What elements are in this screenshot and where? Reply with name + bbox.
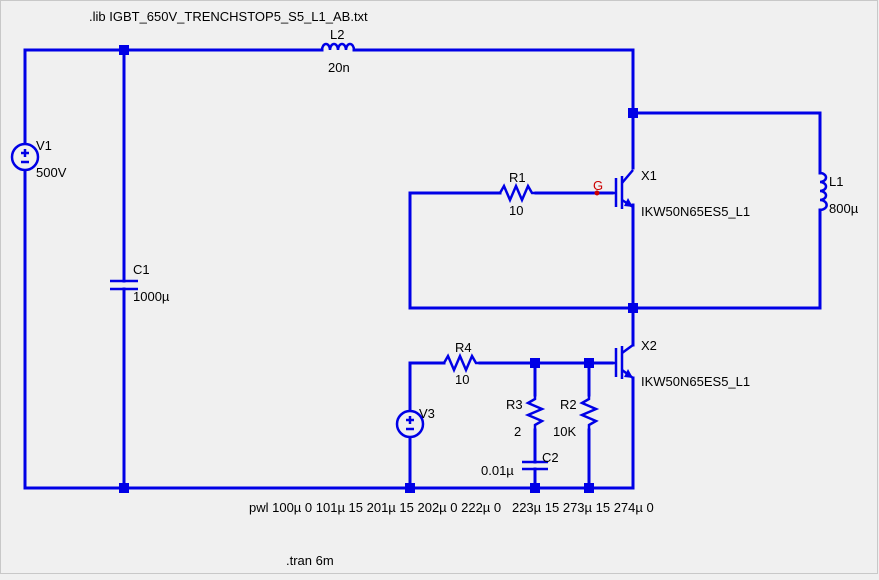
r3-value: 2 [514, 424, 521, 439]
r4-resistor[interactable]: R4 10 [442, 340, 480, 387]
r4-name: R4 [455, 340, 472, 355]
v3-name: V3 [419, 406, 435, 421]
x1-name: X1 [641, 168, 657, 183]
r1-resistor[interactable]: R1 10 [498, 170, 536, 218]
v1-name: V1 [36, 138, 52, 153]
x1-gate-label: G [593, 178, 603, 193]
r1-name: R1 [509, 170, 526, 185]
l2-value: 20n [328, 60, 350, 75]
l2-inductor[interactable]: L2 20n [320, 27, 356, 75]
x2-igbt[interactable]: X2 IKW50N65ES5_L1 [612, 338, 750, 389]
c1-value: 1000µ [133, 289, 170, 304]
x1-igbt[interactable]: G X1 IKW50N65ES5_L1 [593, 168, 750, 219]
lib-directive[interactable]: .lib IGBT_650V_TRENCHSTOP5_S5_L1_AB.txt [89, 9, 368, 24]
l2-name: L2 [330, 27, 344, 42]
x2-model: IKW50N65ES5_L1 [641, 374, 750, 389]
l1-value: 800µ [829, 201, 859, 216]
r1-value: 10 [509, 203, 523, 218]
r2-value: 10K [553, 424, 576, 439]
r2-resistor[interactable]: R2 10K [553, 395, 600, 439]
pwl-directive[interactable]: pwl 100µ 0 101µ 15 201µ 15 202µ 0 222µ 0… [249, 500, 654, 515]
junctions [119, 45, 638, 493]
c2-name: C2 [542, 450, 559, 465]
x1-model: IKW50N65ES5_L1 [641, 204, 750, 219]
c1-capacitor[interactable]: C1 1000µ [110, 262, 170, 304]
r3-name: R3 [506, 397, 523, 412]
r4-value: 10 [455, 372, 469, 387]
v1-source[interactable]: V1 500V [10, 138, 67, 180]
r2-name: R2 [560, 397, 577, 412]
x2-name: X2 [641, 338, 657, 353]
l1-inductor[interactable]: L1 800µ [819, 171, 859, 216]
c2-value: 0.01µ [481, 463, 514, 478]
r3-resistor[interactable]: R3 2 [506, 395, 546, 439]
l1-name: L1 [829, 174, 843, 189]
tran-directive[interactable]: .tran 6m [286, 553, 334, 568]
c1-name: C1 [133, 262, 150, 277]
v3-source[interactable]: V3 [395, 406, 435, 439]
c2-capacitor[interactable]: C2 0.01µ [481, 450, 559, 478]
v1-value: 500V [36, 165, 67, 180]
